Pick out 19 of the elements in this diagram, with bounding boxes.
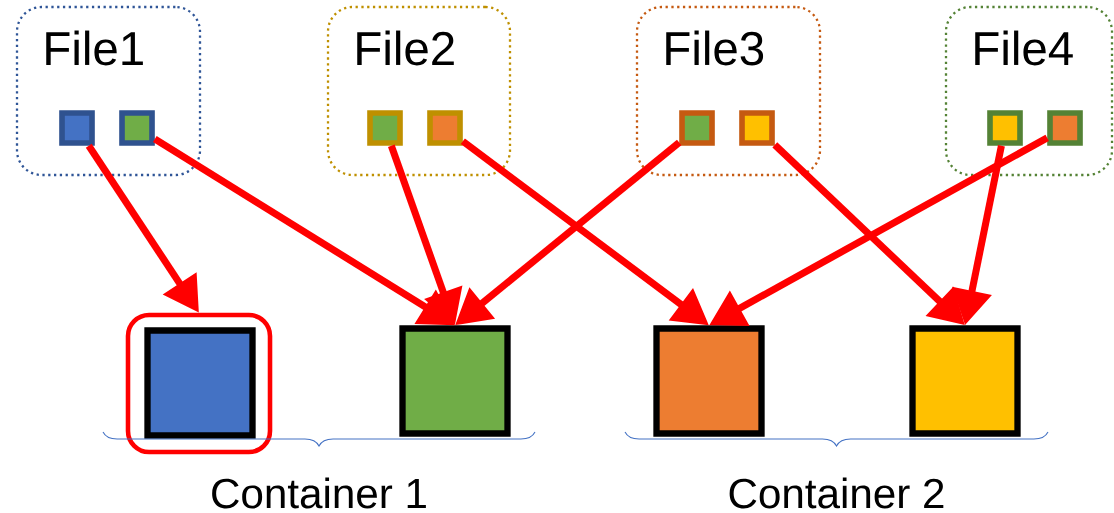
small-square [427, 110, 463, 146]
block-square [653, 325, 765, 437]
small-square [1047, 110, 1083, 146]
file-box: File2 [326, 5, 512, 177]
small-square [59, 110, 95, 146]
file-box: File4 [944, 5, 1114, 177]
small-square [987, 110, 1023, 146]
block-square [909, 325, 1021, 437]
small-square [679, 110, 715, 146]
group-label: Container 2 [729, 477, 944, 509]
block-square [144, 327, 256, 439]
small-square [739, 110, 775, 146]
highlight-outline [125, 312, 273, 455]
file-box: File3 [635, 5, 822, 177]
file-box: File1 [15, 5, 202, 177]
block-square [399, 325, 511, 437]
small-square [367, 110, 403, 146]
small-square [119, 110, 155, 146]
group-label: Container 1 [212, 477, 426, 509]
